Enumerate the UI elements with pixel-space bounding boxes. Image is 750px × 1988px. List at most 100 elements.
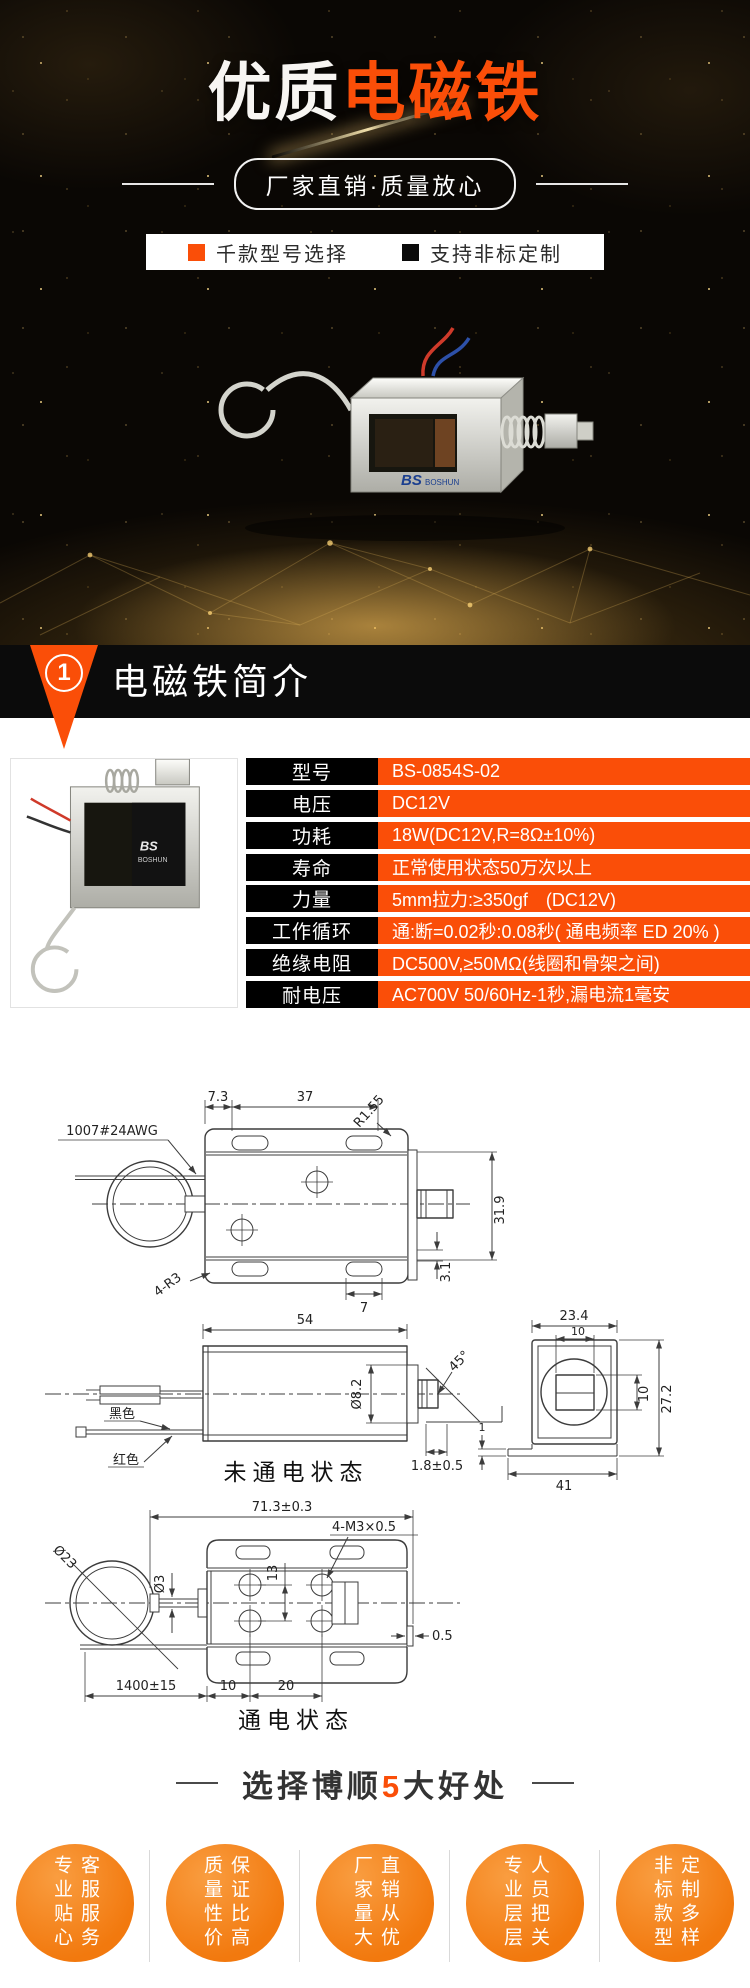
technical-drawings: 1007#24AWG 7.3 37 R1.55 31.9 3.1 7 4-R3: [0, 1028, 750, 1738]
spec-value: DC12V: [378, 789, 750, 817]
wire-label-black: 黑色: [109, 1406, 135, 1422]
spec-value: 正常使用状态50万次以上: [378, 853, 750, 881]
spec-value: BS-0854S-02: [378, 758, 750, 785]
benefit-circle: 专业人员层层把关: [466, 1844, 584, 1962]
dim-label-27-2: 27.2: [660, 1385, 675, 1414]
spec-label: 绝缘电阻: [246, 949, 378, 977]
product-shadow: [245, 515, 565, 542]
benefit-line1: 厂家直销: [351, 1855, 399, 1903]
spec-label: 力量: [246, 885, 378, 913]
spec-coil-body: [131, 802, 186, 886]
heading-pre: 选择博顺: [241, 1768, 382, 1804]
drawing-view-2: 黑色 红色 45° 54 Ø8.2 1.8±0.5 未通电状态: [45, 1313, 503, 1485]
benefit-line2: 层层把关: [501, 1903, 549, 1951]
heading-left-line: [175, 1782, 218, 1784]
orange-square-icon: [188, 243, 205, 261]
page-title: 优质电磁铁: [0, 0, 750, 128]
benefits-row: 专业客服贴心服务 质量保证性价比高 厂家直销量大从优 专业人员层层把关 非标定制…: [0, 1838, 750, 1988]
dim-label-41: 41: [556, 1479, 573, 1494]
dim-label-37: 37: [297, 1090, 314, 1105]
subtitle-capsule: 厂家直销·质量放心: [233, 158, 517, 211]
product-logo-mark: BS: [401, 472, 422, 489]
dim-label-20: 20: [278, 1679, 295, 1694]
benefit-line1: 专业人员: [501, 1855, 549, 1903]
benefits-heading: 选择博顺5大好处: [0, 1760, 750, 1806]
dim-label-71-3: 71.3±0.3: [252, 1500, 313, 1515]
heading-right-line: [532, 1782, 575, 1784]
subtitle-row: 厂家直销·质量放心: [0, 158, 750, 211]
caption-unpowered: 未通电状态: [224, 1459, 369, 1485]
benefit-circle: 质量保证性价比高: [166, 1844, 284, 1962]
spec-value: 18W(DC12V,R=8Ω±10%): [378, 821, 750, 849]
feature-tag-bar: 千款型号选择 支持非标定制: [146, 234, 604, 271]
dim-label-10: 10: [220, 1679, 237, 1694]
section-number: 1: [45, 654, 83, 692]
spec-product-photo: BS BOSHUN: [10, 758, 238, 1008]
screw-mark: [225, 1213, 259, 1247]
benefit-line1: 质量保证: [201, 1855, 249, 1903]
heading-number: 5: [381, 1768, 404, 1804]
benefit-line2: 贴心服务: [51, 1903, 99, 1951]
dim-label-wire-gauge: 1007#24AWG: [66, 1124, 158, 1139]
spec-plunger-head: [155, 759, 190, 786]
dim-label-54: 54: [297, 1313, 314, 1328]
spec-black-wire: [26, 815, 71, 834]
benefit-line1: 专业客服: [51, 1855, 99, 1903]
spec-hook-tail: [44, 906, 77, 950]
benefit-circle: 专业客服贴心服务: [16, 1844, 134, 1962]
hero-banner: 优质电磁铁 厂家直销·质量放心 千款型号选择 支持非标定制: [0, 0, 750, 645]
plunger-rod: [576, 421, 594, 441]
dim-label-1-8: 1.8±0.5: [411, 1459, 463, 1474]
dim-label-r1-55: R1.55: [351, 1093, 388, 1131]
hook-wire: [218, 371, 354, 439]
spec-red-wire: [30, 797, 72, 822]
benefit-item-5: 非标定制款型多样: [600, 1838, 750, 1988]
spec-value: DC500V,≥50MΩ(线圈和骨架之间): [378, 949, 750, 977]
spec-label: 耐电压: [246, 980, 378, 1008]
subtitle-left-line: [121, 183, 214, 186]
drawing-view-3: 23.4 10 10 27.2 41 1: [478, 1309, 675, 1494]
table-row: 工作循环通:断=0.02秒:0.08秒( 通电频率 ED 20% ): [246, 917, 750, 945]
dim-label-1400: 1400±15: [116, 1679, 177, 1694]
benefit-circle: 厂家直销量大从优: [316, 1844, 434, 1962]
dim-label-10-right: 10: [637, 1386, 652, 1403]
drawing-view-1: 1007#24AWG 7.3 37 R1.55 31.9 3.1 7 4-R3: [58, 1090, 508, 1316]
dim-label-13: 13: [266, 1565, 281, 1582]
dim-label-31-9: 31.9: [493, 1196, 508, 1225]
benefit-item-2: 质量保证性价比高: [150, 1838, 300, 1988]
dim-label-7: 7: [360, 1301, 368, 1316]
dim-label-1: 1: [479, 1421, 486, 1434]
spec-label: 寿命: [246, 853, 378, 881]
spec-value: 5mm拉力:≥350gf (DC12V): [378, 885, 750, 913]
dim-label-dia-23: Ø23: [50, 1543, 80, 1573]
gold-network-decoration: [0, 540, 750, 636]
plunger-head: [544, 413, 578, 449]
spec-label: 型号: [246, 758, 378, 785]
dim-label-10-top: 10: [571, 1325, 585, 1338]
spec-spring: [104, 768, 140, 794]
blue-wire: [431, 337, 471, 377]
benefit-line2: 款型多样: [651, 1903, 699, 1951]
dim-label-0-5: 0.5: [432, 1629, 453, 1644]
dim-label-dia-3: Ø3: [153, 1575, 168, 1594]
dim-label-4-m3: 4-M3×0.5: [332, 1520, 396, 1535]
spec-label: 工作循环: [246, 917, 378, 945]
section-title: 电磁铁简介: [112, 661, 313, 702]
dim-label-dia-8-2: Ø8.2: [350, 1379, 365, 1410]
feature-tag-2-label: 支持非标定制: [430, 243, 562, 266]
benefit-item-3: 厂家直销量大从优: [300, 1838, 450, 1988]
coil-body: [375, 419, 433, 468]
spec-value: AC700V 50/60Hz-1秒,漏电流1毫安: [378, 980, 750, 1008]
red-wire: [421, 327, 455, 377]
drawing-view-4: Ø23 Ø3 71.3±0.3 4-M3×0.: [45, 1500, 460, 1733]
dim-label-45deg: 45°: [446, 1348, 473, 1375]
feature-tag-1: 千款型号选择: [188, 238, 348, 267]
benefit-line1: 非标定制: [651, 1855, 699, 1903]
coil-copper: [435, 419, 455, 468]
product-logo-name: BOSHUN: [425, 478, 459, 487]
